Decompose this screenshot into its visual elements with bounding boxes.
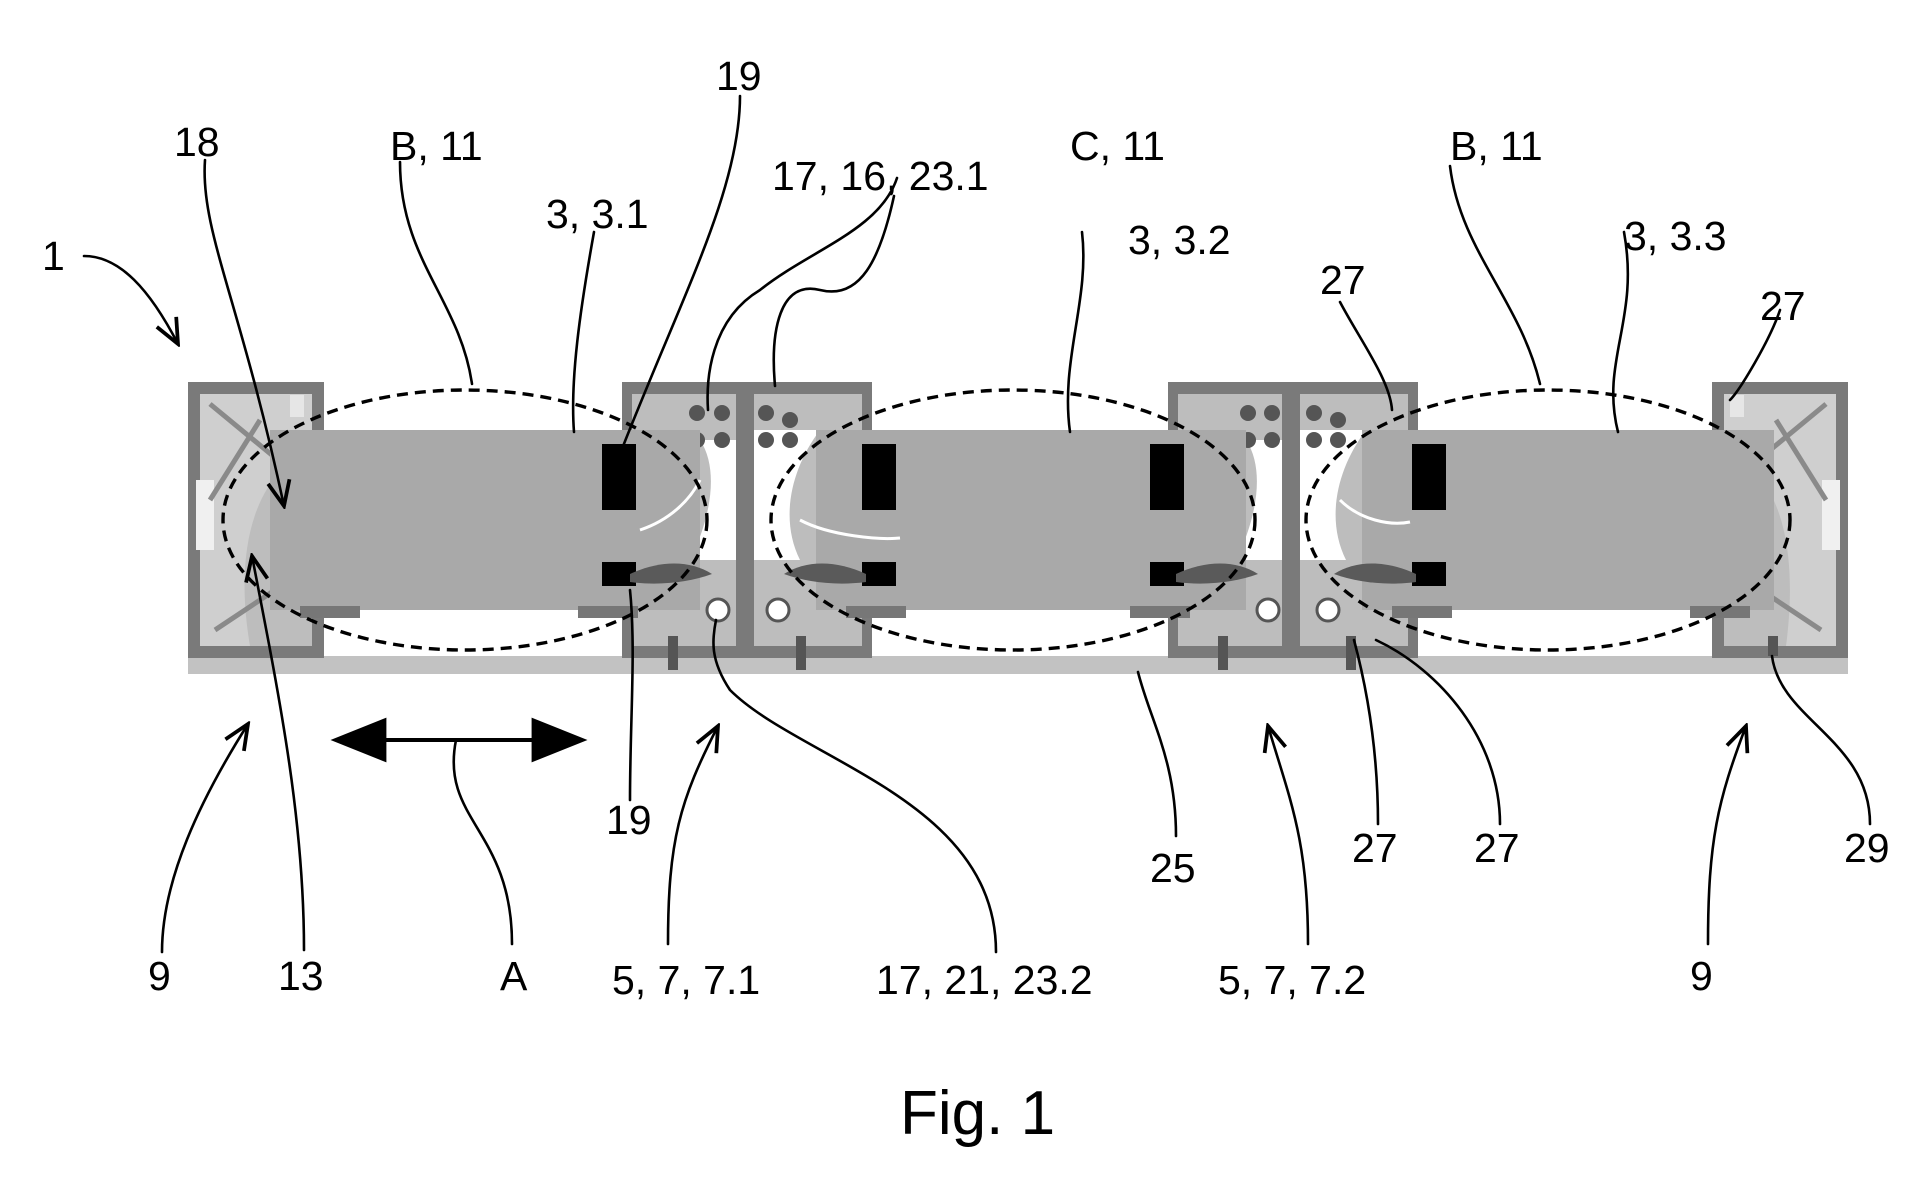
label-3-3-2: 3, 3.2: [1128, 217, 1231, 263]
contact-3-2-right-upper: [1150, 444, 1184, 510]
region-b-right: [1304, 388, 1792, 652]
label-9-left: 9: [148, 953, 171, 999]
label-5-7-7-2: 5, 7, 7.2: [1218, 957, 1366, 1003]
contact-3-3-lower: [1412, 562, 1446, 586]
label-17-21-23-2: 17, 21, 23.2: [876, 957, 1093, 1003]
label-3-3-1: 3, 3.1: [546, 191, 649, 237]
label-27-b: 27: [1760, 283, 1806, 329]
label-17-16-23-1: 17, 16, 23.1: [772, 153, 989, 199]
base-rail: [188, 656, 1848, 674]
label-27-a: 27: [1320, 257, 1366, 303]
label-27-c: 27: [1352, 825, 1398, 871]
label-a: A: [500, 953, 528, 999]
label-3-3-3: 3, 3.3: [1624, 213, 1727, 259]
label-1: 1: [42, 233, 65, 279]
car-body-3-1: [270, 430, 712, 618]
contact-3-2-left-upper: [862, 444, 896, 510]
label-c11: C, 11: [1070, 123, 1165, 169]
label-13: 13: [278, 953, 324, 999]
label-b11-left: B, 11: [390, 123, 483, 169]
label-18: 18: [174, 119, 220, 165]
figure-caption: Fig. 1: [900, 1079, 1055, 1148]
label-19-bottom: 19: [606, 797, 652, 843]
contact-3-2-left-lower: [862, 562, 896, 586]
reference-labels: 1 18 B, 11 19 3, 3.1 17, 16, 23.1 C, 11 …: [42, 53, 1890, 1003]
label-9-right: 9: [1690, 953, 1713, 999]
label-b11-right: B, 11: [1450, 123, 1543, 169]
label-27-d: 27: [1474, 825, 1520, 871]
label-19-top: 19: [716, 53, 762, 99]
region-c: [769, 388, 1257, 652]
leader-lines: [82, 94, 1872, 954]
label-5-7-7-1: 5, 7, 7.1: [612, 957, 760, 1003]
contact-19-upper: [602, 444, 636, 510]
car-body-3-3: [1334, 430, 1774, 618]
label-29: 29: [1844, 825, 1890, 871]
car-body-3-2: [784, 430, 1258, 618]
label-25: 25: [1150, 845, 1196, 891]
contact-3-3-upper: [1412, 444, 1446, 510]
region-b-left: [221, 388, 709, 652]
